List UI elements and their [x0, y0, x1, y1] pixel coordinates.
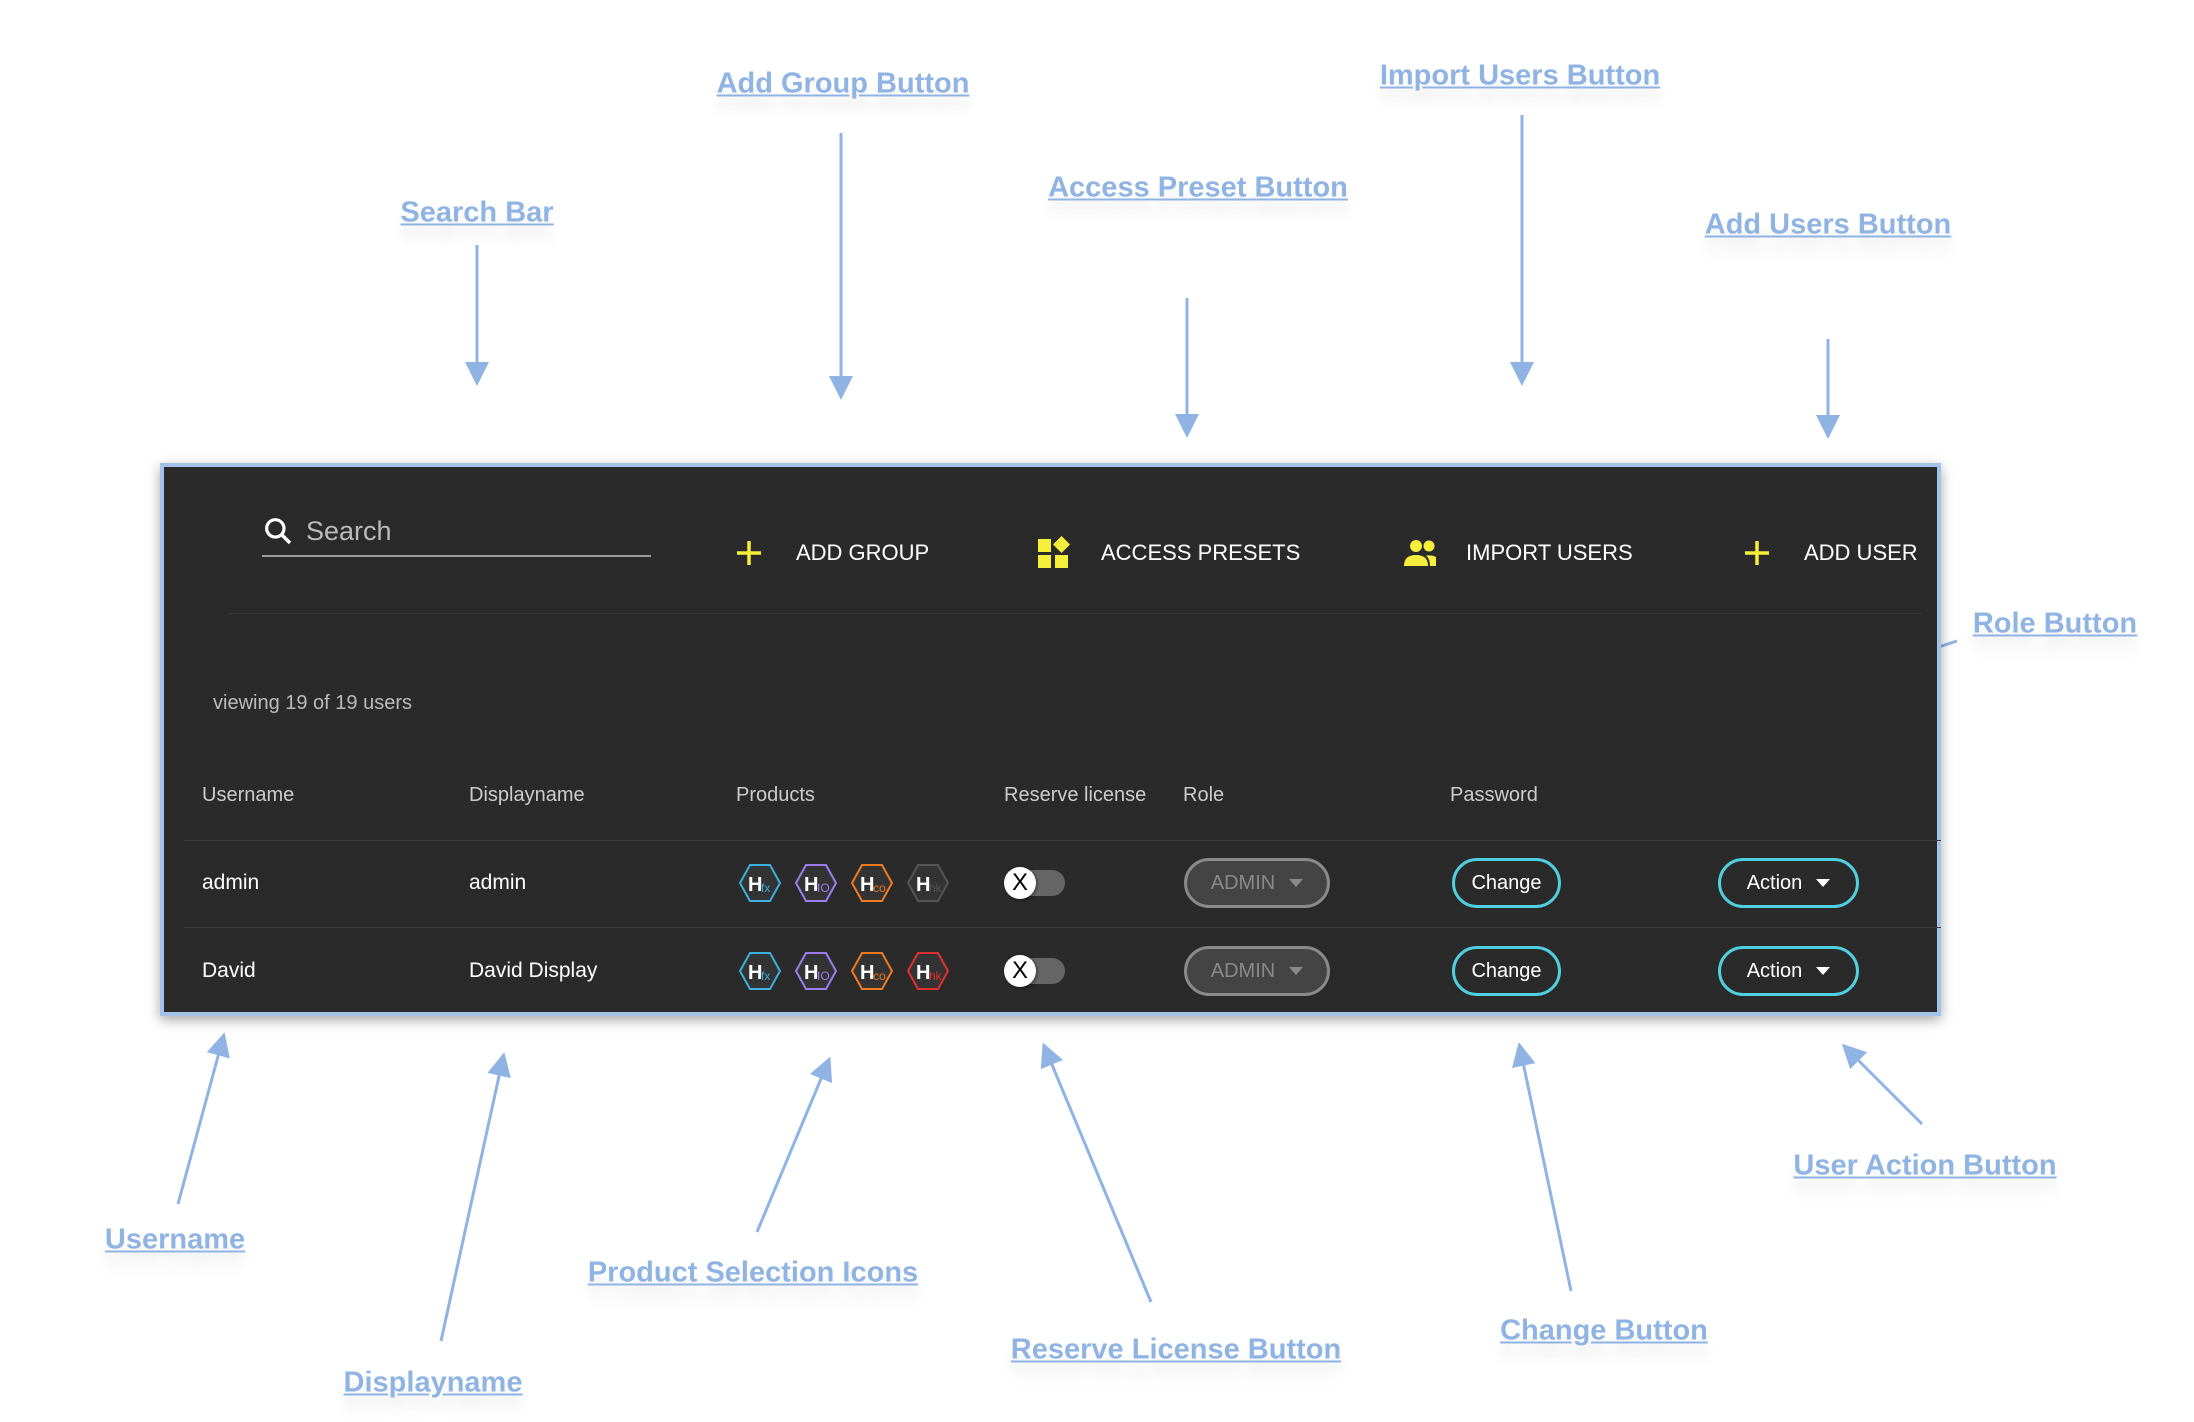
- displayname-cell: admin: [469, 871, 527, 894]
- arrow-user-action: [1841, 1043, 1924, 1126]
- search-bar[interactable]: Search: [262, 507, 651, 557]
- svg-text:H: H: [916, 874, 930, 896]
- caret-down-icon: [1289, 879, 1304, 887]
- row-divider: [184, 840, 1941, 841]
- add-group-button[interactable]: ADD GROUP: [732, 533, 929, 573]
- arrow-products: [755, 1056, 833, 1233]
- toggle-knob: X: [1004, 955, 1036, 987]
- annotation-reserve: Reserve License Button: [1010, 1333, 1342, 1366]
- header-products: Products: [736, 784, 815, 806]
- caret-down-icon: [1816, 879, 1831, 887]
- change-password-button[interactable]: Change: [1452, 946, 1561, 996]
- header-reserve-license: Reserve license: [1004, 784, 1147, 806]
- product-icon-io[interactable]: H IO: [795, 863, 837, 903]
- product-icon-fx[interactable]: H fx: [739, 951, 781, 991]
- annotation-search-bar: Search Bar: [400, 196, 554, 229]
- add-group-label: ADD GROUP: [796, 540, 930, 565]
- import-users-label: IMPORT USERS: [1466, 540, 1633, 565]
- svg-text:fx: fx: [761, 881, 770, 895]
- people-icon: [1402, 536, 1436, 570]
- annotation-add-users: Add Users Button: [1704, 208, 1952, 241]
- displayname-cell: David Display: [469, 959, 598, 982]
- svg-text:fx: fx: [761, 969, 770, 983]
- product-icon-co[interactable]: H co: [851, 951, 893, 991]
- svg-text:H: H: [860, 874, 874, 896]
- svg-text:IO: IO: [817, 969, 830, 983]
- add-user-button[interactable]: ADD USER: [1740, 533, 1918, 573]
- username-cell: admin: [202, 871, 260, 894]
- svg-text:co: co: [873, 969, 886, 983]
- annotation-username: Username: [104, 1223, 246, 1256]
- user-count-status: viewing 19 of 19 users: [213, 692, 413, 714]
- header-role: Role: [1183, 784, 1225, 806]
- annotation-user-action: User Action Button: [1793, 1149, 2057, 1182]
- svg-text:co: co: [873, 881, 886, 895]
- access-presets-button[interactable]: ACCESS PRESETS: [1037, 533, 1300, 573]
- header-password: Password: [1450, 784, 1538, 806]
- reserve-license-toggle[interactable]: X: [1004, 955, 1065, 987]
- annotation-add-group: Add Group Button: [716, 67, 970, 100]
- toggle-knob: X: [1004, 867, 1036, 899]
- search-input[interactable]: Search: [306, 515, 392, 546]
- toolbar-divider: [228, 613, 1922, 614]
- product-icon-hk[interactable]: H hk: [907, 863, 949, 903]
- add-user-label: ADD USER: [1804, 540, 1918, 565]
- svg-text:H: H: [804, 874, 818, 896]
- svg-text:IO: IO: [817, 881, 830, 895]
- user-action-button[interactable]: Action: [1718, 946, 1859, 996]
- user-action-button[interactable]: Action: [1718, 858, 1859, 908]
- role-button[interactable]: ADMIN: [1184, 946, 1330, 996]
- svg-text:H: H: [748, 962, 762, 984]
- product-icon-io[interactable]: H IO: [795, 951, 837, 991]
- arrow-change: [1511, 1042, 1573, 1292]
- product-icon-hk[interactable]: H hk: [907, 951, 949, 991]
- plus-icon: [732, 536, 766, 570]
- annotation-products: Product Selection Icons: [587, 1256, 919, 1289]
- row-divider: [184, 927, 1941, 928]
- import-users-button[interactable]: IMPORT USERS: [1402, 533, 1633, 573]
- annotation-displayname: Displayname: [343, 1366, 523, 1399]
- change-password-button[interactable]: Change: [1452, 858, 1561, 908]
- access-presets-label: ACCESS PRESETS: [1101, 540, 1301, 565]
- annotation-access-preset: Access Preset Button: [1048, 171, 1348, 204]
- svg-text:hk: hk: [929, 881, 943, 895]
- svg-text:hk: hk: [929, 969, 943, 983]
- role-button[interactable]: ADMIN: [1184, 858, 1330, 908]
- svg-text:H: H: [748, 874, 762, 896]
- header-username: Username: [202, 784, 295, 806]
- caret-down-icon: [1816, 967, 1831, 975]
- arrow-reserve: [1040, 1042, 1153, 1303]
- annotation-change: Change Button: [1500, 1314, 1708, 1347]
- arrow-displayname: [439, 1052, 511, 1342]
- svg-text:H: H: [916, 962, 930, 984]
- header-displayname: Displayname: [469, 784, 585, 806]
- caret-down-icon: [1289, 967, 1304, 975]
- product-icon-co[interactable]: H co: [851, 863, 893, 903]
- annotation-import-users: Import Users Button: [1379, 59, 1661, 92]
- user-management-panel: Search ADD GROUP ACCESS PRESETS IMPORT U…: [160, 463, 1941, 1016]
- reserve-license-toggle[interactable]: X: [1004, 867, 1065, 899]
- username-cell: David: [202, 959, 256, 982]
- widgets-icon: [1037, 536, 1071, 570]
- svg-text:H: H: [860, 962, 874, 984]
- search-icon: [265, 518, 292, 545]
- annotation-role: Role Button: [1972, 607, 2138, 640]
- plus-icon: [1740, 536, 1774, 570]
- arrow-username: [176, 1032, 230, 1205]
- product-icon-fx[interactable]: H fx: [739, 863, 781, 903]
- svg-text:H: H: [804, 962, 818, 984]
